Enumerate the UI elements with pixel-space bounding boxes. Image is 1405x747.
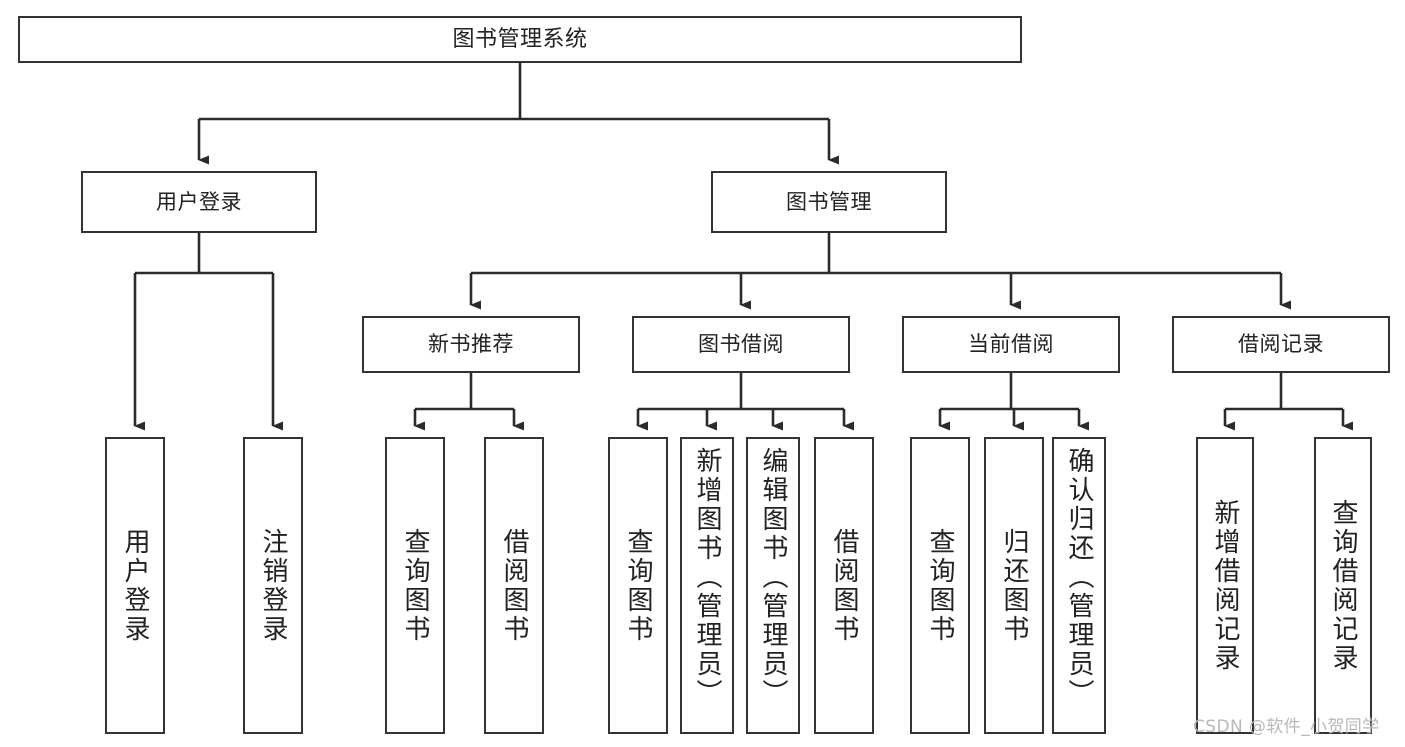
leaf-query-borrow-record-label: 查询借阅记录: [1328, 498, 1358, 673]
node-book-borrow[interactable]: 图书借阅: [632, 316, 850, 373]
leaf-return-book-label: 归还图书: [999, 527, 1029, 644]
leaf-add-borrow-record[interactable]: 新增借阅记录: [1196, 437, 1254, 734]
node-new-book-recommend-label: 新书推荐: [428, 332, 514, 357]
leaf-add-book-admin[interactable]: 新增图书（管理员）: [680, 437, 734, 734]
node-current-borrow-label: 当前借阅: [968, 332, 1054, 357]
leaf-user-login[interactable]: 用户登录: [105, 437, 165, 734]
node-new-book-recommend[interactable]: 新书推荐: [362, 316, 580, 373]
leaf-query-book-recommend-label: 查询图书: [400, 527, 430, 644]
leaf-edit-book-admin-label: 编辑图书（管理员）: [758, 447, 788, 708]
node-current-borrow[interactable]: 当前借阅: [902, 316, 1120, 373]
csdn-watermark: CSDN @软件_小贺同学: [1193, 717, 1380, 737]
leaf-borrow-book-borrow[interactable]: 借阅图书: [814, 437, 874, 734]
node-root-label: 图书管理系统: [452, 26, 588, 52]
leaf-borrow-book-recommend[interactable]: 借阅图书: [484, 437, 544, 734]
leaf-query-book-recommend[interactable]: 查询图书: [385, 437, 445, 734]
node-user-login[interactable]: 用户登录: [81, 171, 317, 233]
leaf-query-book-current[interactable]: 查询图书: [910, 437, 970, 734]
node-book-management-label: 图书管理: [786, 189, 872, 214]
leaf-logout-login[interactable]: 注销登录: [243, 437, 303, 734]
leaf-add-book-admin-label: 新增图书（管理员）: [692, 447, 722, 708]
leaf-query-book-current-label: 查询图书: [925, 527, 955, 644]
leaf-borrow-book-borrow-label: 借阅图书: [829, 527, 859, 644]
node-borrow-record-label: 借阅记录: [1238, 332, 1324, 357]
leaf-edit-book-admin[interactable]: 编辑图书（管理员）: [746, 437, 800, 734]
leaf-query-borrow-record[interactable]: 查询借阅记录: [1314, 437, 1372, 734]
leaf-query-book-borrow-label: 查询图书: [623, 527, 653, 644]
leaf-confirm-return-admin[interactable]: 确认归还（管理员）: [1052, 437, 1106, 734]
leaf-add-borrow-record-label: 新增借阅记录: [1210, 498, 1240, 673]
node-borrow-record[interactable]: 借阅记录: [1172, 316, 1390, 373]
leaf-return-book[interactable]: 归还图书: [984, 437, 1044, 734]
node-book-management[interactable]: 图书管理: [711, 171, 947, 233]
node-book-borrow-label: 图书借阅: [698, 332, 784, 357]
leaf-confirm-return-admin-label: 确认归还（管理员）: [1064, 447, 1094, 708]
leaf-query-book-borrow[interactable]: 查询图书: [608, 437, 668, 734]
node-root-book-management-system[interactable]: 图书管理系统: [18, 16, 1022, 63]
leaf-user-login-label: 用户登录: [120, 527, 150, 644]
leaf-borrow-book-recommend-label: 借阅图书: [499, 527, 529, 644]
node-user-login-label: 用户登录: [156, 189, 242, 214]
leaf-logout-login-label: 注销登录: [258, 527, 288, 644]
